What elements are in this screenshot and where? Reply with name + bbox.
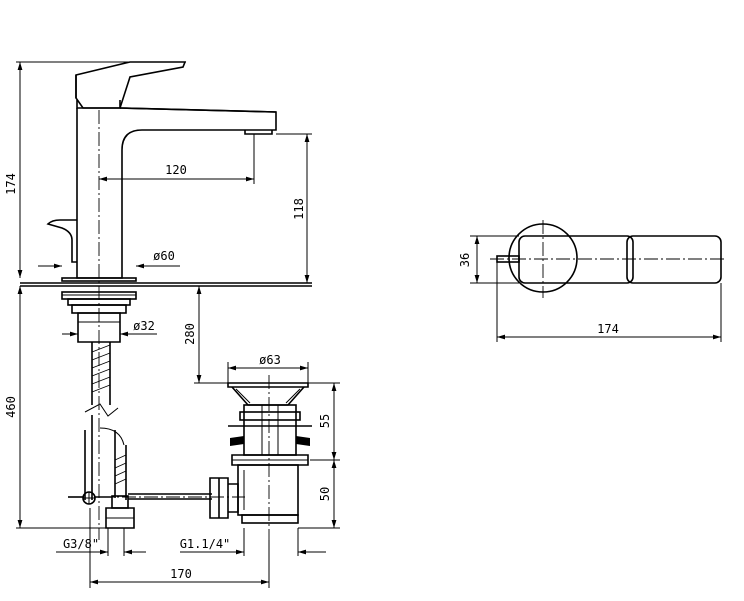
fixing-nut bbox=[77, 312, 121, 343]
dim-waste-lower: 50 bbox=[318, 487, 332, 501]
pivot-nut bbox=[209, 477, 229, 519]
dim-total-height: 174 bbox=[4, 173, 18, 195]
aerator bbox=[244, 130, 273, 135]
lever-handle bbox=[75, 61, 187, 109]
pop-up-rod bbox=[46, 219, 77, 263]
waste-nut bbox=[231, 454, 309, 466]
front-dimensions: 174 120 118 ø60 ø32 280 ø63 55 bbox=[4, 61, 340, 588]
dim-waste-diameter: ø63 bbox=[259, 353, 281, 367]
dim-spout-height: 118 bbox=[292, 198, 306, 220]
dim-spout-reach: 120 bbox=[165, 163, 187, 177]
inlet-nut bbox=[105, 507, 135, 529]
pop-up-waste bbox=[209, 375, 312, 590]
dim-waste-thread: G1.1/4" bbox=[180, 537, 231, 551]
top-lever bbox=[518, 235, 634, 284]
dim-tail-length: 460 bbox=[4, 396, 18, 418]
top-spout bbox=[626, 235, 722, 284]
mixer-top-view: 36 174 bbox=[458, 220, 724, 342]
base-rosette bbox=[61, 277, 137, 282]
dim-waste-upper: 55 bbox=[318, 414, 332, 428]
pop-up-linkage bbox=[100, 493, 245, 500]
dim-shank-diameter: ø32 bbox=[133, 319, 155, 333]
dim-inlet-thread: G3/8" bbox=[63, 537, 99, 551]
flexible-hoses bbox=[68, 342, 135, 529]
mixer-side-view bbox=[20, 61, 312, 540]
dim-below-deck: 280 bbox=[183, 323, 197, 345]
waste-tail bbox=[237, 464, 299, 516]
dim-top-width: 36 bbox=[458, 253, 472, 267]
dim-base-diameter: ø60 bbox=[153, 249, 175, 263]
dim-pipe-spacing: 170 bbox=[170, 567, 192, 581]
dim-top-length: 174 bbox=[597, 322, 619, 336]
